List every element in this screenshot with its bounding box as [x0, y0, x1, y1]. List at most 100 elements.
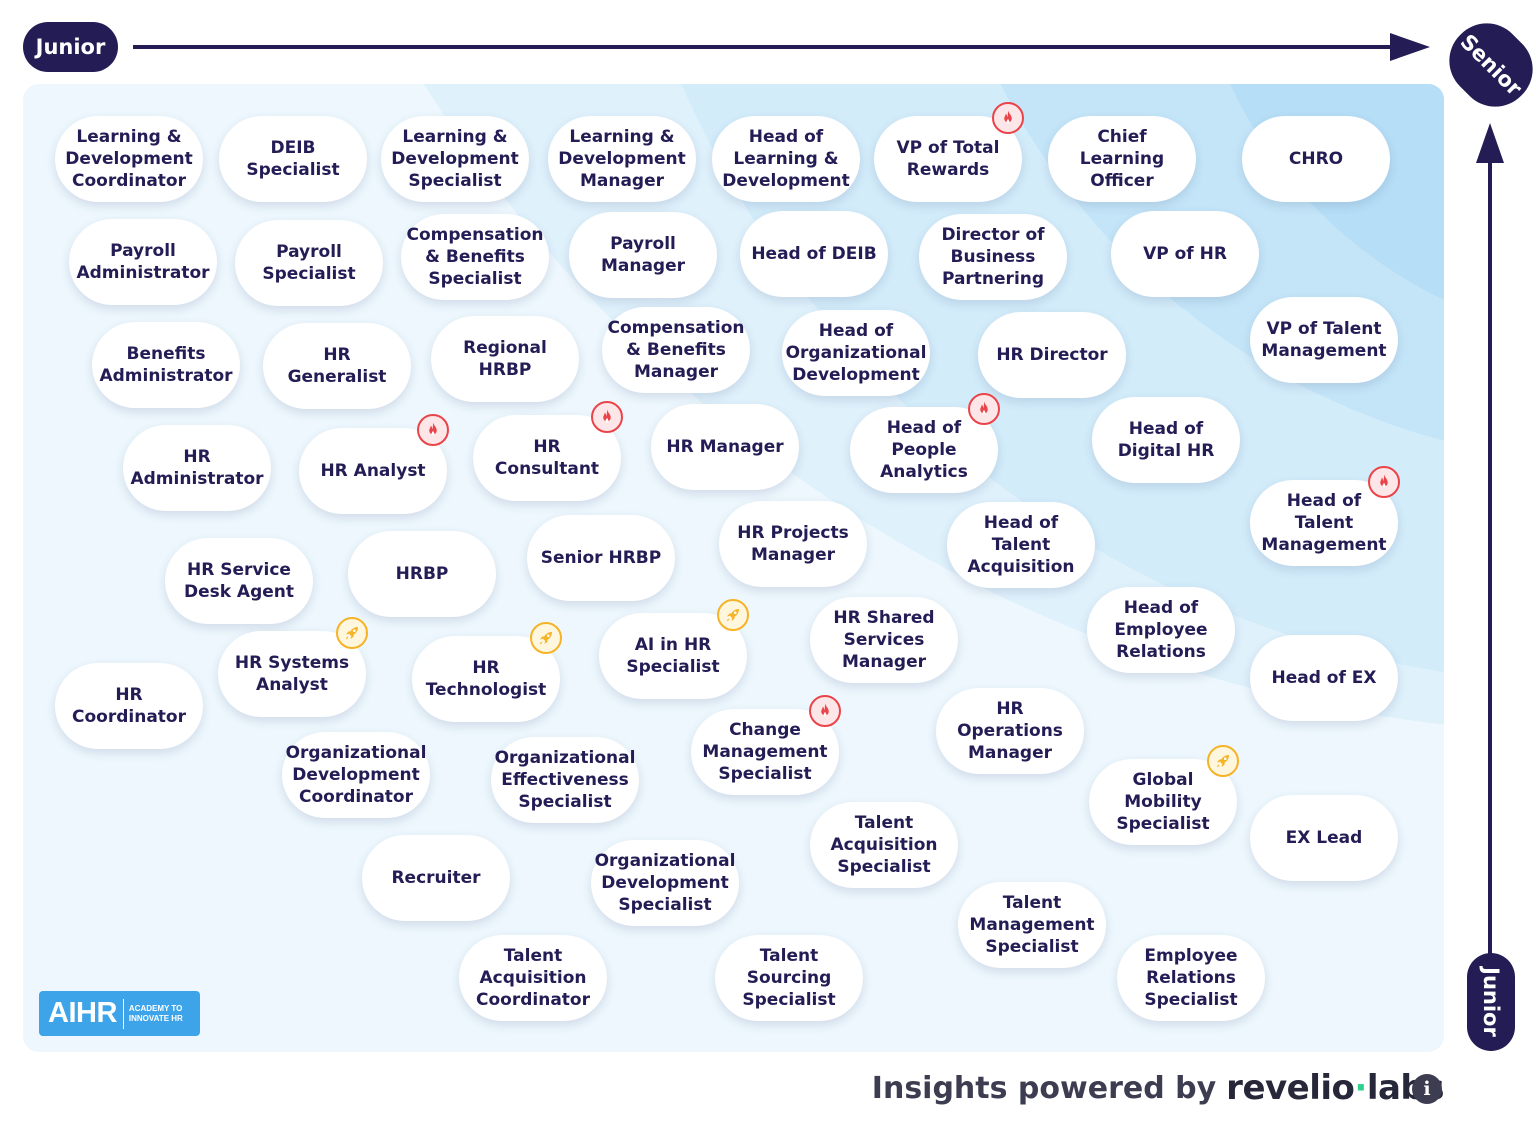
- role-label: HR Coordinator: [72, 685, 186, 727]
- rocket-icon: [717, 599, 749, 631]
- rocket-icon: [530, 622, 562, 654]
- role-label: Head of Talent Acquisition: [967, 513, 1075, 577]
- fire-icon: [809, 695, 841, 727]
- role-label: HRBP: [395, 564, 449, 584]
- role-node: Talent Acquisition Specialist: [810, 802, 958, 888]
- role-label: HR Consultant: [494, 437, 600, 479]
- role-node: Head of DEIB: [740, 211, 888, 297]
- info-icon[interactable]: i: [1412, 1074, 1442, 1104]
- role-label: Organizational Development Coordinator: [285, 743, 427, 807]
- role-label: Benefits Administrator: [99, 344, 233, 386]
- role-node: HR Analyst: [299, 428, 447, 514]
- role-label: HR Generalist: [287, 345, 387, 387]
- axis-junior-right-label: Junior: [1467, 953, 1515, 1051]
- role-label: HR Analyst: [320, 461, 426, 481]
- role-label: HR Projects Manager: [737, 523, 849, 565]
- axis-senior-text: Senior: [1455, 29, 1527, 101]
- role-label: Head of EX: [1271, 668, 1377, 688]
- logo-main-text: AIHR: [48, 997, 117, 1029]
- role-label: Learning & Development Coordinator: [65, 127, 193, 191]
- footer-text: Insights powered by: [871, 1070, 1217, 1106]
- role-node: HR Director: [978, 312, 1126, 398]
- role-label: Compensation & Benefits Specialist: [406, 225, 544, 289]
- role-label: DEIB Specialist: [246, 138, 340, 180]
- role-node: Senior HRBP: [527, 515, 675, 601]
- role-node: HR Operations Manager: [936, 688, 1084, 774]
- role-label: Head of People Analytics: [880, 418, 968, 482]
- role-node: HR Manager: [651, 404, 799, 490]
- role-node: HR Coordinator: [55, 663, 203, 749]
- role-label: Global Mobility Specialist: [1116, 770, 1210, 834]
- fire-icon: [417, 414, 449, 446]
- role-node: Payroll Manager: [569, 212, 717, 298]
- role-node: Head of Talent Management: [1250, 480, 1398, 566]
- role-node: Talent Management Specialist: [958, 882, 1106, 968]
- role-node: Compensation & Benefits Specialist: [401, 214, 549, 300]
- role-node: Learning & Development Coordinator: [55, 116, 203, 202]
- role-label: HR Operations Manager: [957, 699, 1063, 763]
- role-node: Head of Employee Relations: [1087, 587, 1235, 673]
- role-node: Talent Sourcing Specialist: [715, 935, 863, 1021]
- role-label: Change Management Specialist: [702, 720, 828, 784]
- role-node: Recruiter: [362, 835, 510, 921]
- role-node: HR Service Desk Agent: [165, 538, 313, 624]
- brand-dot: ·: [1354, 1068, 1367, 1108]
- role-node: Organizational Effectiveness Specialist: [491, 737, 639, 823]
- role-label: Learning & Development Specialist: [391, 127, 519, 191]
- role-label: Payroll Administrator: [76, 241, 210, 283]
- horizontal-axis-arrowhead: [1390, 33, 1430, 61]
- role-label: AI in HR Specialist: [626, 635, 720, 677]
- role-label: Director of Business Partnering: [941, 225, 1045, 289]
- vertical-axis-arrowhead: [1476, 123, 1504, 163]
- role-label: Regional HRBP: [463, 338, 547, 380]
- role-node: HR Generalist: [263, 323, 411, 409]
- role-label: HR Shared Services Manager: [833, 608, 935, 672]
- logo-tag-line1: ACADEMY TO: [128, 1003, 183, 1013]
- role-node: EX Lead: [1250, 795, 1398, 881]
- axis-junior-top-label: Junior: [23, 22, 118, 72]
- role-node: HR Administrator: [123, 425, 271, 511]
- role-node: Head of Organizational Development: [782, 310, 930, 396]
- rocket-icon: [336, 617, 368, 649]
- role-node: HRBP: [348, 531, 496, 617]
- role-node: Regional HRBP: [431, 316, 579, 402]
- role-label: Chief Learning Officer: [1079, 127, 1165, 191]
- role-label: Payroll Manager: [600, 234, 686, 276]
- role-node: HR Projects Manager: [719, 501, 867, 587]
- role-node: DEIB Specialist: [219, 116, 367, 202]
- role-label: EX Lead: [1285, 828, 1363, 848]
- role-node: Payroll Specialist: [235, 220, 383, 306]
- role-label: VP of HR: [1143, 244, 1227, 264]
- role-label: HR Director: [996, 345, 1108, 365]
- role-node: Head of Learning & Development: [712, 116, 860, 202]
- logo-tagline: ACADEMY TO INNOVATE HR: [129, 1004, 183, 1024]
- role-label: Compensation & Benefits Manager: [607, 318, 745, 382]
- role-label: VP of Total Rewards: [896, 138, 1000, 180]
- role-label: HR Service Desk Agent: [183, 560, 295, 602]
- role-node: Payroll Administrator: [69, 219, 217, 305]
- role-label: HR Manager: [666, 437, 784, 457]
- role-label: Senior HRBP: [540, 548, 662, 568]
- fire-icon: [968, 393, 1000, 425]
- role-node: Benefits Administrator: [92, 322, 240, 408]
- role-label: Head of Employee Relations: [1114, 598, 1208, 662]
- role-label: Head of DEIB: [751, 244, 877, 264]
- role-label: VP of Talent Management: [1261, 319, 1387, 361]
- role-node: VP of Talent Management: [1250, 297, 1398, 383]
- role-label: Talent Acquisition Coordinator: [476, 946, 590, 1010]
- role-node: Compensation & Benefits Manager: [602, 307, 750, 393]
- role-label: HR Technologist: [425, 658, 547, 700]
- role-label: Organizational Development Specialist: [594, 851, 736, 915]
- role-label: Head of Learning & Development: [722, 127, 850, 191]
- role-label: Head of Digital HR: [1117, 419, 1215, 461]
- logo-separator: [122, 998, 124, 1029]
- role-node: Learning & Development Specialist: [381, 116, 529, 202]
- role-label: HR Systems Analyst: [234, 653, 350, 695]
- role-node: VP of HR: [1111, 211, 1259, 297]
- role-label: CHRO: [1288, 149, 1344, 169]
- role-node: Chief Learning Officer: [1048, 116, 1196, 202]
- role-node: CHRO: [1242, 116, 1390, 202]
- rocket-icon: [1207, 745, 1239, 777]
- role-node: Employee Relations Specialist: [1117, 935, 1265, 1021]
- role-node: Organizational Development Specialist: [591, 840, 739, 926]
